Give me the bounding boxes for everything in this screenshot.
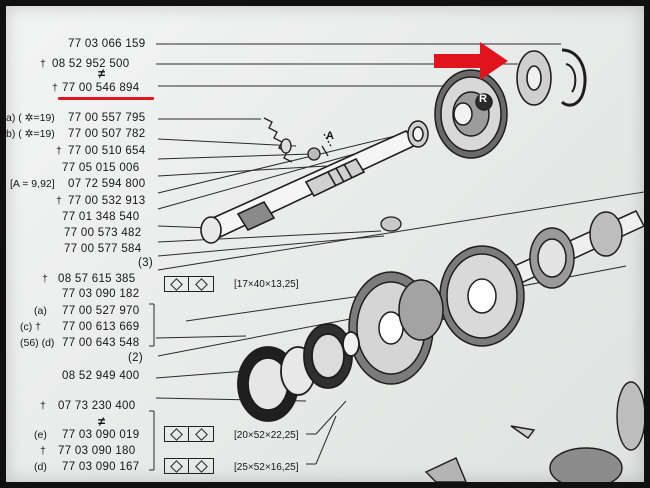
part-number: 77 00 573 482 bbox=[64, 227, 142, 239]
part-prefix: † bbox=[52, 82, 58, 94]
bearing-dimension: [20×52×22,25] bbox=[234, 430, 299, 441]
part-prefix: b) ( ✲=19) bbox=[6, 128, 55, 140]
highlight-underline bbox=[58, 97, 154, 100]
part-prefix: † bbox=[40, 445, 46, 457]
bearing-dimension: [25×52×16,25] bbox=[234, 462, 299, 473]
bearing-dimension: [17×40×13,25] bbox=[234, 279, 299, 290]
key-symbol bbox=[164, 276, 214, 292]
parts-catalog-page: R A ≠ ≠ 77 03 066 159 † 08 52 952 500 † … bbox=[6, 6, 644, 482]
part-prefix: (c) † bbox=[20, 321, 41, 333]
part-prefix: † bbox=[40, 58, 46, 70]
part-prefix: † bbox=[42, 273, 48, 285]
part-group-ref: (2) bbox=[128, 352, 143, 364]
part-number: 08 52 949 400 bbox=[62, 370, 140, 382]
reverse-gear-badge: R bbox=[479, 93, 487, 105]
part-prefix: (56) (d) bbox=[20, 337, 55, 349]
part-number: 77 01 348 540 bbox=[62, 211, 140, 223]
part-prefix: † bbox=[40, 400, 46, 412]
part-number: 77 00 510 654 bbox=[68, 145, 146, 157]
part-group-ref: (3) bbox=[138, 257, 153, 269]
part-number: 77 00 577 584 bbox=[64, 243, 142, 255]
part-prefix: a) ( ✲=19) bbox=[6, 112, 55, 124]
part-number: 77 00 643 548 bbox=[62, 337, 140, 349]
part-number: 07 73 230 400 bbox=[58, 400, 136, 412]
key-symbol bbox=[164, 458, 214, 474]
part-number: 77 00 532 913 bbox=[68, 195, 146, 207]
part-prefix: (a) bbox=[34, 305, 47, 317]
part-number: 77 03 066 159 bbox=[68, 38, 146, 50]
part-prefix: (d) bbox=[34, 461, 47, 473]
part-number: 08 57 615 385 bbox=[58, 273, 136, 285]
part-number-highlighted: 77 00 546 894 bbox=[62, 82, 140, 94]
part-number: 77 00 527 970 bbox=[62, 305, 140, 317]
not-equal-icon: ≠ bbox=[98, 414, 106, 429]
part-prefix: (e) bbox=[34, 429, 47, 441]
shim-dimension-label: A bbox=[326, 130, 334, 142]
part-number: 77 00 507 782 bbox=[68, 128, 146, 140]
part-number: 77 03 090 019 bbox=[62, 429, 140, 441]
part-number: 08 52 952 500 bbox=[52, 58, 130, 70]
part-number: 07 72 594 800 bbox=[68, 178, 146, 190]
part-number: 77 00 613 669 bbox=[62, 321, 140, 333]
part-number: 77 05 015 006 bbox=[62, 162, 140, 174]
part-number: 77 03 090 180 bbox=[58, 445, 136, 457]
part-prefix: [A = 9,92] bbox=[10, 178, 55, 190]
key-symbol bbox=[164, 426, 214, 442]
not-equal-icon: ≠ bbox=[98, 66, 106, 81]
exploded-gearbox-diagram bbox=[149, 42, 644, 482]
part-number: 77 03 090 182 bbox=[62, 288, 140, 300]
part-number: 77 00 557 795 bbox=[68, 112, 146, 124]
part-prefix: † bbox=[56, 195, 62, 207]
part-prefix: † bbox=[56, 145, 62, 157]
part-number: 77 03 090 167 bbox=[62, 461, 140, 473]
